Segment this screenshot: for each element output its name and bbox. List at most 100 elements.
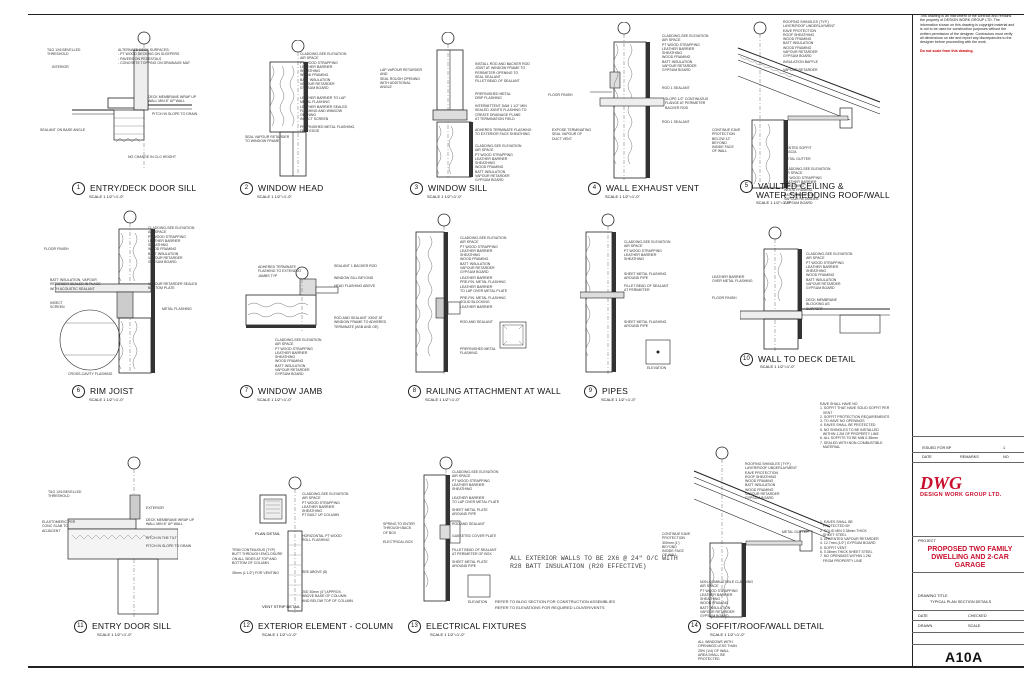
detail-drawing-window-head <box>250 40 330 180</box>
detail-scale: SCALE 1 1/2"=1'-0" <box>257 397 292 402</box>
project-label: PROJECT <box>918 539 936 543</box>
detail-scale: SCALE 1 1/2"=1'-0" <box>760 364 795 369</box>
copyright-text: This drawing is an instrument of the con… <box>920 14 1015 45</box>
field-drawn-label: DRAWN <box>918 624 933 628</box>
elevation-label: ELEVATION <box>647 366 667 370</box>
detail-drawing-entry-door-sill <box>48 455 178 620</box>
revision-label: ISSUED FOR BP <box>922 446 952 450</box>
firm-logo: DWG DESIGN WORK GROUP LTD. <box>920 474 1016 498</box>
revisions-header-date: DATE <box>922 455 932 459</box>
copyright-note: This drawing is an instrument of the con… <box>920 14 1016 54</box>
detail-scale: SCALE 1 1/2"=1'-0" <box>89 194 124 199</box>
detail-title-text: RAILING ATTACHMENT AT WALL <box>426 385 561 396</box>
field-checked-label: CHECKED <box>968 614 987 618</box>
detail-scale: SCALE 1 1/2"=1'-0" <box>430 632 465 637</box>
detail-drawing-entry-deck-sill <box>52 30 202 180</box>
detail-title-text: EXTERIOR ELEMENT - COLUMN <box>258 620 394 631</box>
plan-detail-label: PLAN DETAIL <box>255 531 281 536</box>
drawing-title-block <box>912 572 1024 573</box>
detail-drawing-soffit <box>680 445 840 620</box>
revisions-block <box>912 436 1024 437</box>
fields-block <box>912 610 1024 611</box>
detail-title-5-line2: WATER SHEDDING ROOF/WALL <box>756 190 890 200</box>
detail-scale: SCALE 1 1/2"=1'-0" <box>89 397 124 402</box>
detail-title-text: SOFFIT/ROOF/WALL DETAIL <box>706 620 825 631</box>
border-bottom <box>28 666 1024 668</box>
reference-note-1: REFER TO BLDG SECTION FOR CONSTRUCTION A… <box>495 599 616 604</box>
detail-title-text: ENTRY/DECK DOOR SILL <box>90 182 197 193</box>
exterior-label: EXTERIOR <box>146 506 164 510</box>
detail-scale: SCALE 1 1/2"=1'-0" <box>257 194 292 199</box>
detail-drawing-window-sill <box>415 32 495 182</box>
detail-title-text: RIM JOIST <box>90 385 134 396</box>
detail-drawing-window-jamb <box>240 265 340 335</box>
revisions-header-no: NO <box>1003 455 1009 459</box>
firm-name: DESIGN WORK GROUP LTD. <box>920 492 1002 498</box>
detail-drawing-railing <box>410 212 530 377</box>
detail-title-text: WINDOW HEAD <box>258 182 324 193</box>
border-top <box>28 14 1024 15</box>
detail-title-text: WINDOW JAMB <box>258 385 323 396</box>
detail-title-text: WALL EXHAUST VENT <box>606 182 700 193</box>
detail-title-text: PIPES <box>602 385 629 396</box>
revisions-divider <box>912 452 1024 453</box>
floor-finish-label: FLOOR FINISH <box>44 247 69 251</box>
scale-warning: Do not scale from this drawing. <box>920 49 974 54</box>
fields-divider <box>912 620 1024 621</box>
detail-title-text: VAULTED CEILING & <box>758 180 844 191</box>
project-title: PROPOSED TWO FAMILY DWELLING AND 2-CAR G… <box>927 546 1013 569</box>
sheet-number: A10A <box>945 649 983 665</box>
project-block <box>912 536 1024 537</box>
detail-drawing-electrical <box>418 455 498 605</box>
detail-drawing-pipes <box>580 212 680 377</box>
detail-scale: SCALE 1 1/2"=1'-0" <box>262 632 297 637</box>
revisions-divider-2 <box>912 462 1024 463</box>
elevation-label-2: ELEVATION <box>468 600 488 604</box>
revisions-header-remarks: REMARKS <box>960 455 979 459</box>
detail-scale: SCALE 1 1/2"=1'-0" <box>425 397 460 402</box>
detail-drawing-exhaust-vent <box>590 22 670 182</box>
detail-scale: SCALE 1 1/2"=1'-0" <box>427 194 462 199</box>
floor-finish-label-2: FLOOR FINISH <box>712 296 737 300</box>
sheet-number-block <box>912 644 1024 645</box>
detail-drawing-column <box>250 475 330 615</box>
drawing-title-label: DRAWING TITLE <box>918 594 948 598</box>
field-date-label: DATE <box>918 614 928 618</box>
detail-title-text: ENTRY DOOR SILL <box>92 620 172 631</box>
field-scale-label: SCALE <box>968 624 981 628</box>
detail-drawing-wall-to-deck <box>740 225 900 355</box>
reference-note-2: REFER TO ELEVATIONS FOR REQUIRED LOUVER/… <box>495 605 605 610</box>
revision-number: 1 <box>1003 446 1006 450</box>
detail-title-text: WALL TO DECK DETAIL <box>758 353 856 364</box>
detail-scale: SCALE 1 1/2"=1'-0" <box>601 397 636 402</box>
vent-strip-detail-label: VENT STRIP DETAIL <box>262 604 301 609</box>
insulation-note: ALL EXTERIOR WALLS TO BE 2X6 @ 24" O/C W… <box>510 555 678 570</box>
detail-scale: SCALE 1 1/2"=1'-0" <box>756 200 791 205</box>
detail-drawing-rim-joist <box>55 205 175 375</box>
drawing-title: TYPICAL PLAN SECTION DETAILS <box>930 600 992 604</box>
detail-scale: SCALE 1 1/2"=1'-0" <box>605 194 640 199</box>
detail-title-text: ELECTRICAL FIXTURES <box>426 620 527 631</box>
firm-logo-mark: DWG <box>920 473 963 493</box>
detail-scale: SCALE 1 1/2"=1'-0" <box>710 632 745 637</box>
detail-title-text: WINDOW SILL <box>428 182 488 193</box>
detail-drawing-vaulted-ceiling <box>730 20 890 190</box>
detail-scale: SCALE 1 1/2"=1'-0" <box>97 632 132 637</box>
fields-divider-2 <box>912 632 1024 633</box>
title-block-divider <box>912 14 913 666</box>
